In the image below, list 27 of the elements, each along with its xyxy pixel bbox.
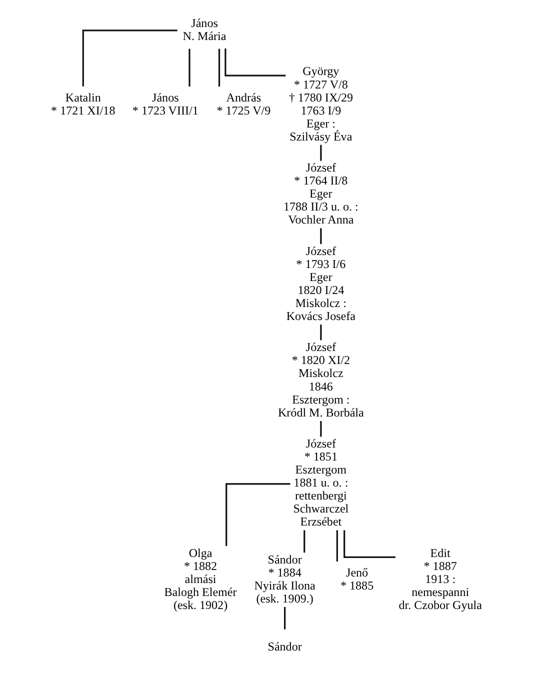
connector bbox=[344, 530, 396, 558]
node-text: Katalin * 1721 XI/18 bbox=[51, 90, 116, 118]
node-text: Sándor * 1884 Nyirák Ilona (esk. 1909.) bbox=[254, 552, 316, 606]
node-text: Jenő * 1885 bbox=[340, 565, 374, 592]
connector bbox=[188, 48, 190, 87]
node-text: György * 1727 V/8 † 1780 IX/29 1763 I/9 Eger : Szilvásy Éva bbox=[288, 64, 354, 144]
node-text: János N. Mária bbox=[182, 16, 226, 44]
connector bbox=[320, 324, 322, 340]
connector bbox=[224, 48, 286, 76]
connector bbox=[336, 530, 338, 562]
node-text: József * 1764 II/8 Eger 1788 II/3 u. o. : Vochler Anna bbox=[284, 160, 358, 227]
node-text: Sándor bbox=[268, 640, 302, 654]
node-text: József * 1793 I/6 Eger 1820 I/24 Miskolcz : Kovács Josefa bbox=[286, 244, 356, 324]
node-text: Edit * 1887 1913 : nemespanni dr. Czobor Gyula bbox=[398, 546, 482, 612]
connector bbox=[284, 606, 286, 630]
connector bbox=[218, 48, 220, 87]
node-text: József * 1851 Esztergom 1881 u. o. : rettenbergi Schwarczel Erzsébet bbox=[293, 436, 349, 529]
connector bbox=[226, 483, 290, 546]
node-text: József * 1820 XI/2 Miskolcz 1846 Esztergom : Kródl M. Borbála bbox=[278, 340, 364, 420]
connector bbox=[320, 228, 322, 244]
node-text: András * 1725 V/9 bbox=[216, 90, 271, 118]
node-text: Olga * 1882 almási Balogh Elemér (esk. 1902) bbox=[164, 546, 237, 612]
node-text: János * 1723 VIII/1 bbox=[132, 90, 198, 118]
connector bbox=[304, 530, 306, 553]
connector bbox=[320, 144, 322, 161]
connector bbox=[320, 421, 322, 437]
connector bbox=[82, 30, 178, 86]
